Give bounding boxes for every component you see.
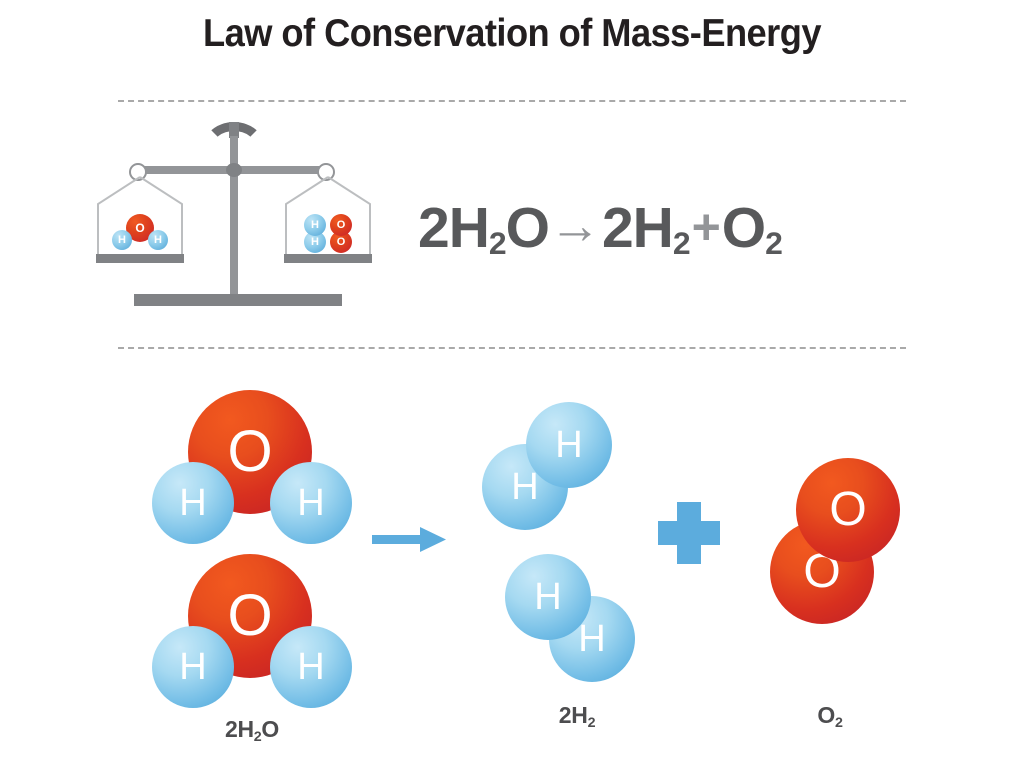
hydrogen-atom-a: H — [526, 402, 612, 488]
hydrogen-atom-left: H — [152, 462, 234, 544]
equation-reactant-tail: O — [505, 196, 550, 260]
balance-column — [230, 136, 238, 284]
balance-plate-right — [284, 254, 372, 263]
chemical-equation: 2H2O → 2H2 + O2 — [418, 185, 918, 271]
label-hydrogen-subscript: 2 — [587, 714, 596, 731]
water-molecule-2: O H H — [152, 554, 352, 714]
balance-pan-right: H H O O — [280, 174, 376, 284]
equation-arrow-icon: → — [548, 197, 601, 255]
balance-pivot-right — [317, 163, 335, 181]
hydrogen-atom-right: H — [270, 626, 352, 708]
label-product-hydrogen: 2H2 — [492, 702, 662, 731]
scale-atom-hydrogen-top: H — [304, 214, 326, 236]
balance-pivot-left — [129, 163, 147, 181]
hydrogen-molecule-1: H H — [482, 402, 652, 532]
label-reactants-suffix: O — [261, 716, 280, 742]
label-reactants: 2H2O — [152, 716, 352, 745]
water-molecule-1: O H H — [152, 390, 352, 550]
label-hydrogen-prefix: 2H — [558, 702, 588, 728]
balance-pan-left: O H H — [92, 174, 188, 284]
equation-reactant-subscript: 2 — [488, 225, 507, 262]
equation-product2-main: O — [721, 196, 766, 260]
reaction-arrow-icon — [372, 527, 446, 552]
equation-product1-subscript: 2 — [672, 225, 691, 262]
equation-product-hydrogen: 2H2 — [601, 195, 691, 262]
hydrogen-atom-right: H — [270, 462, 352, 544]
divider-bottom — [118, 347, 906, 349]
scale-atom-hydrogen-bottom: H — [304, 231, 326, 253]
label-reactants-prefix: 2H — [224, 716, 254, 742]
pan-strings-right — [285, 176, 371, 254]
page-title: Law of Conservation of Mass-Energy — [203, 12, 821, 55]
balance-plate-left — [96, 254, 184, 263]
scale-atom-hydrogen-right: H — [148, 230, 168, 250]
hydrogen-molecule-2: H H — [505, 554, 675, 684]
reaction-plus-icon — [658, 502, 720, 564]
balance-base-lip — [156, 306, 320, 313]
pan-strings-left — [97, 176, 183, 254]
scale-atom-oxygen-bottom: O — [330, 231, 352, 253]
equation-reactant-main: 2H — [418, 196, 490, 260]
hydrogen-atom-left: H — [152, 626, 234, 708]
equation-product2-subscript: 2 — [765, 225, 783, 262]
equation-product-oxygen: O2 — [721, 195, 783, 262]
balance-pointer-stem — [229, 122, 239, 138]
oxygen-atom-a: O — [796, 458, 900, 562]
label-product-oxygen: O2 — [765, 702, 895, 731]
equation-reactant: 2H2O — [418, 195, 550, 262]
balance-fulcrum — [226, 163, 242, 177]
label-oxygen-prefix: O — [817, 702, 835, 728]
scale-atom-hydrogen-left: H — [112, 230, 132, 250]
equation-plus-icon: + — [691, 199, 721, 255]
scale-atom-oxygen-top: O — [330, 214, 352, 236]
hydrogen-atom-a: H — [505, 554, 591, 640]
balance-base-post — [230, 282, 238, 296]
balance-base — [134, 294, 342, 306]
plus-vertical-bar — [677, 502, 701, 564]
equation-product1-main: 2H — [601, 196, 674, 260]
label-reactants-subscript: 2 — [253, 728, 262, 745]
label-oxygen-subscript: 2 — [834, 714, 843, 731]
reaction-diagram: O H H O H H H H H H O O 2H2O 2H2 O2 — [0, 362, 1024, 762]
balance-scale: O H H H H O O — [96, 122, 418, 313]
oxygen-molecule: O O — [770, 458, 900, 630]
divider-top — [118, 100, 906, 102]
